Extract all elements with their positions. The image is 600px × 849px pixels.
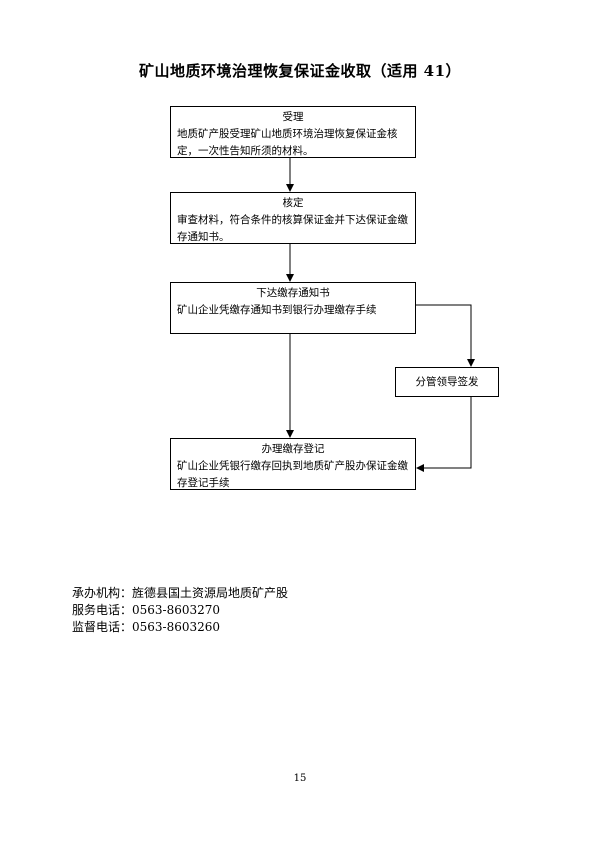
step-accept-title: 受理: [282, 111, 304, 123]
supervise-phone-row: 监督电话：0563-8603260: [72, 619, 288, 636]
flowchart-connectors: [286, 158, 475, 472]
supervise-phone-label: 监督电话：: [72, 620, 133, 634]
step-register-title: 办理缴存登记: [261, 443, 325, 455]
step-notice-text: 矿山企业凭缴存通知书到银行办理缴存手续: [177, 304, 377, 316]
step-register-box: 办理缴存登记 矿山企业凭银行缴存回执到地质矿产股办保证金缴存登记手续: [170, 438, 416, 490]
step-verify-title: 核定: [282, 197, 304, 209]
step-leader-sign-box: 分管领导签发: [395, 367, 499, 397]
service-phone-label: 服务电话：: [72, 603, 133, 617]
step-notice-box: 下达缴存通知书 矿山企业凭缴存通知书到银行办理缴存手续: [170, 282, 416, 334]
org-row: 承办机构：旌德县国土资源局地质矿产股: [72, 585, 288, 602]
org-value: 旌德县国土资源局地质矿产股: [132, 586, 289, 600]
contact-info: 承办机构：旌德县国土资源局地质矿产股 服务电话：0563-8603270 监督电…: [72, 585, 288, 636]
step-verify-box: 核定 审查材料，符合条件的核算保证金并下达保证金缴存通知书。: [170, 192, 416, 244]
step-verify-text: 审查材料，符合条件的核算保证金并下达保证金缴存通知书。: [177, 214, 408, 243]
flowchart: 受理 地质矿产股受理矿山地质环境治理恢复保证金核定，一次性告知所须的材料。 核定…: [170, 106, 499, 490]
step-register-text: 矿山企业凭银行缴存回执到地质矿产股办保证金缴存登记手续: [177, 460, 408, 489]
page-title: 矿山地质环境治理恢复保证金收取（适用 41）: [138, 62, 462, 80]
arrow-step3-to-side: [416, 304, 475, 367]
service-phone-row: 服务电话：0563-8603270: [72, 602, 288, 619]
org-label: 承办机构：: [72, 586, 133, 600]
arrow-side-to-step4: [416, 397, 472, 472]
step-leader-sign-text: 分管领导签发: [415, 376, 479, 388]
step-notice-title: 下达缴存通知书: [256, 287, 330, 299]
service-phone-value: 0563-8603270: [132, 603, 221, 617]
step-accept-text: 地质矿产股受理矿山地质环境治理恢复保证金核定，一次性告知所须的材料。: [177, 128, 398, 157]
page-number: 15: [293, 773, 307, 784]
step-accept-box: 受理 地质矿产股受理矿山地质环境治理恢复保证金核定，一次性告知所须的材料。: [170, 106, 416, 158]
supervise-phone-value: 0563-8603260: [132, 620, 221, 634]
